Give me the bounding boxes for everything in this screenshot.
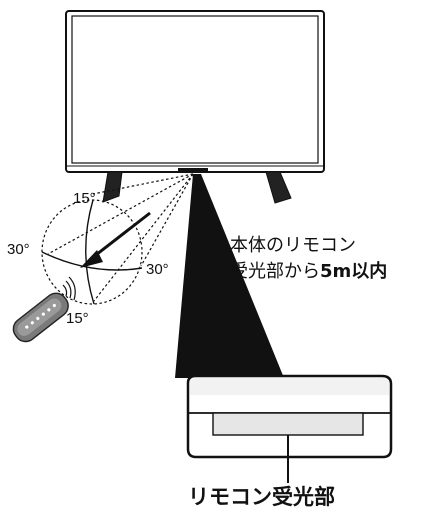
reception-cone [41,173,194,305]
signal-arrow [80,211,151,268]
sensor-closeup [186,374,393,483]
caption-line-1: 本体のリモコン [230,235,356,256]
remote-signal-waves [62,276,76,301]
tv-left-foot [102,171,123,203]
cone-arcs [41,199,143,305]
closeup-top-shade [190,378,389,395]
remote-control [12,276,76,343]
remote-button [36,316,40,321]
tv-screen [71,15,319,164]
remote-button [30,321,34,325]
angle-label-top: 15° [73,190,96,207]
cone-bottom-line [93,173,194,302]
sensor-label: リモコン受光部 [188,485,335,509]
tv-sensor-strip [178,168,208,171]
caption-line-2: 受光部から5m以内 [230,259,387,285]
cone-top-line [92,173,194,195]
horizontal-arc [41,251,143,271]
sensor-beam [175,174,284,378]
remote-button [25,325,29,329]
remote-button [47,308,51,312]
remote-button [41,312,45,316]
caption-distance: 5m以内 [320,261,388,282]
caption-line-2-prefix: 受光部から [230,261,320,282]
closeup-sensor-window [212,412,364,436]
angle-label-bottom: 15° [66,310,89,327]
angle-label-left: 30° [7,241,30,258]
remote-button [52,303,56,308]
cone-circle [41,199,143,305]
cone-right-line [140,173,194,267]
tv-right-foot [265,171,292,204]
angle-label-right: 30° [146,261,169,278]
vertical-arc [85,199,95,305]
range-caption: 本体のリモコン 受光部から5m以内 [230,233,387,285]
remote-face [17,298,62,336]
tv-set [65,10,325,204]
